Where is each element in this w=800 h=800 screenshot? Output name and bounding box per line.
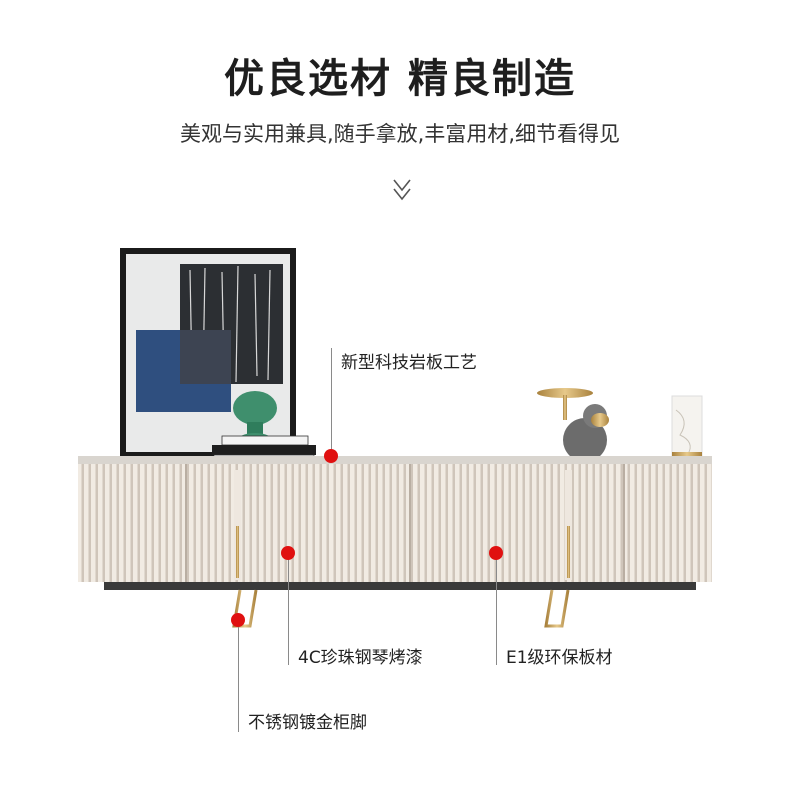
hotspot-board[interactable]: [489, 546, 503, 560]
leader-line-board: [496, 553, 497, 665]
hotspot-legs[interactable]: [231, 613, 245, 627]
page-title: 优良选材 精良制造: [224, 56, 576, 102]
page-subtitle: 美观与实用兼具,随手拿放,丰富用材,细节看得见: [179, 122, 621, 146]
double-chevron-down-icon: [393, 179, 411, 201]
feature-label-slab: 新型科技岩板工艺: [341, 353, 477, 373]
hotspot-paint[interactable]: [281, 546, 295, 560]
sculpture-decor: [537, 388, 609, 462]
hotspot-slab[interactable]: [324, 449, 338, 463]
leader-line-slab: [331, 348, 332, 456]
feature-label-paint: 4C珍珠钢琴烤漆: [298, 648, 423, 668]
framed-artwork: [120, 248, 296, 458]
gold-legs: [232, 589, 570, 628]
marble-candle: [671, 395, 703, 460]
leader-line-legs: [238, 620, 239, 732]
tv-cabinet-illustration: [78, 248, 712, 628]
feature-label-board: E1级环保板材: [506, 648, 613, 668]
feature-label-legs: 不锈钢镀金柜脚: [248, 713, 367, 733]
leader-line-paint: [288, 553, 289, 665]
